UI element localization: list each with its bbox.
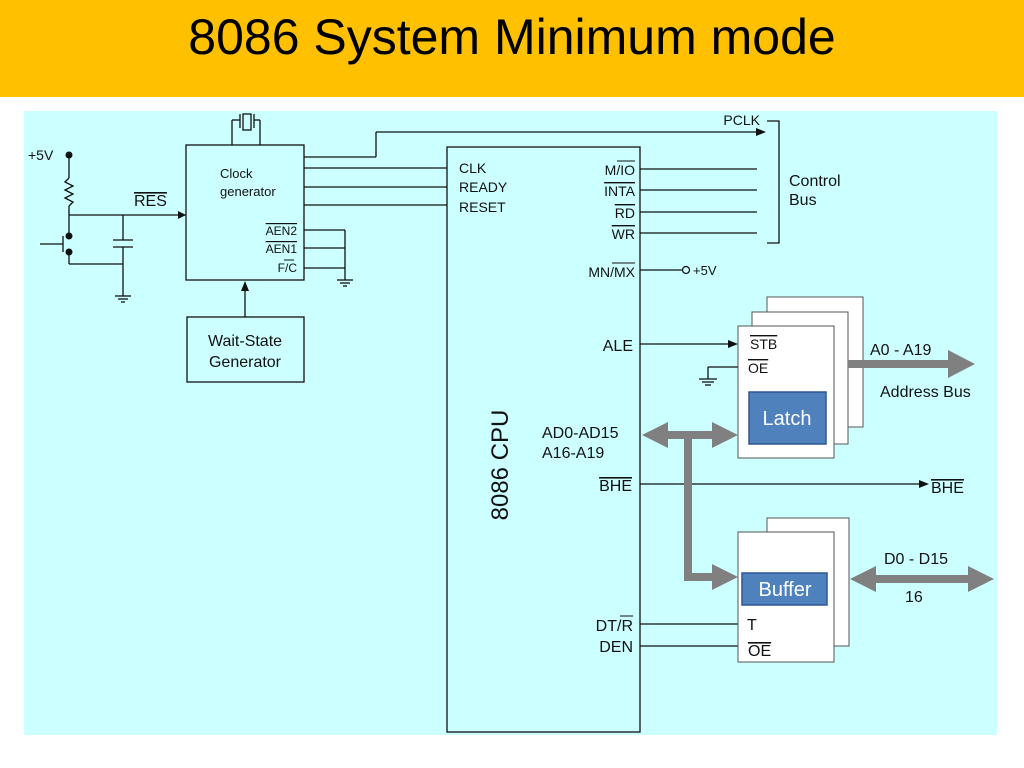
cpu-name: 8086 CPU [487,410,514,521]
address-bus-range: A0 - A19 [870,342,931,359]
cpu-pin-reset: RESET [459,199,506,215]
data-bus-range: D0 - D15 [884,551,948,568]
cpu-pin-bhe: BHE [599,478,632,495]
aen2-label: AEN2 [266,224,298,238]
latch-stb-label: STB [750,336,777,352]
address-data-bus [642,350,994,592]
cpu-pin-ready: READY [459,179,508,195]
pclk-label: PCLK [723,112,760,128]
buffer-badge [741,572,828,606]
cpu-pin-den: DEN [599,639,633,656]
buffer-oe-label: OE [748,643,771,660]
clock-generator-block [185,144,305,281]
bhe-output-label: BHE [931,480,964,497]
latch-label: Latch [763,408,812,430]
wait-state-line1: Wait-State [208,333,282,350]
control-bus-line2: Bus [789,192,817,209]
cpu-pin-mn-mx: MN/MX [588,264,635,280]
cpu-pin-wr: WR [612,226,635,242]
buffer-t-label: T [747,617,757,634]
wait-state-line2: Generator [209,354,282,371]
latch-badge [748,391,827,445]
supply-label: +5V [28,147,54,163]
resistor [63,177,75,207]
mn-mx-terminal [681,265,691,275]
crystal-icon [231,113,261,145]
mn-mx-supply: +5V [693,263,717,278]
cpu-pin-dt-r: DT/R [596,618,633,635]
address-bus-label: Address Bus [880,384,971,401]
cpu-pin-ad: AD0-AD15 [542,425,619,442]
cpu-pin-rd: RD [615,205,635,221]
control-bus-line1: Control [789,173,841,190]
cpu-pin-inta: INTA [604,183,636,199]
cpu-pin-clk: CLK [459,160,487,176]
cpu-pin-a16: A16-A19 [542,445,604,462]
page-title: 8086 System Minimum mode [188,9,836,65]
latch-oe-label: OE [748,360,768,376]
cpu-pin-ale: ALE [603,338,633,355]
aen1-label: AEN1 [266,242,298,256]
data-bus-width: 16 [905,589,923,606]
fc-label: F/C [278,261,298,275]
res-label: RES [134,193,167,210]
clock-gen-line1: Clock [220,166,253,181]
cpu-pin-m-io: M/IO [605,162,635,178]
control-bus-bracket [767,120,780,244]
clock-gen-line2: generator [220,184,276,199]
title-bar [0,0,1024,97]
buffer-label: Buffer [759,579,812,601]
cpu-block [446,146,641,733]
